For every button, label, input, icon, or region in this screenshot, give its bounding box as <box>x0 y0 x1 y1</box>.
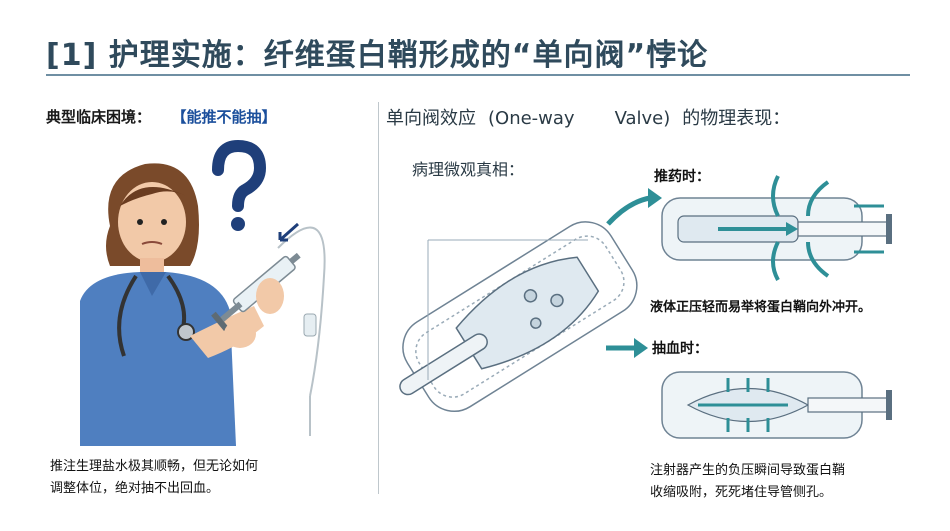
clinical-dilemma-tag: 【能推不能抽】 <box>179 108 277 126</box>
pull-description-line-2: 收缩吸附，死死堵住导管侧孔。 <box>650 485 833 500</box>
arrow-right-icon <box>606 188 662 226</box>
clinical-dilemma-label: 典型临床困境： <box>46 108 152 126</box>
question-mark-icon <box>212 139 267 231</box>
dilemma-caption-line-1: 推注生理盐水极其顺畅，但无论如何 <box>50 459 259 474</box>
valve-heading-tail: 的物理表现： <box>682 108 791 129</box>
pull-label: 抽血时： <box>652 341 708 357</box>
arrow-right-icon <box>606 338 648 358</box>
page-title: [1] 护理实施：纤维蛋白鞘形成的“单向阀”悖论 <box>46 38 709 73</box>
nurse-illustration <box>80 139 326 446</box>
push-label: 推药时： <box>654 169 710 185</box>
pull-description: 注射器产生的负压瞬间导致蛋白鞘 收缩吸附，死死堵住导管侧孔。 <box>650 460 920 504</box>
clinical-dilemma-heading: 典型临床困境： 【能推不能抽】 <box>46 106 277 127</box>
dilemma-caption-line-2: 调整体位，绝对抽不出回血。 <box>50 481 220 496</box>
valve-heading-cn: 单向阀效应 <box>386 108 476 129</box>
pathology-subheading: 病理微观真相： <box>412 160 525 179</box>
valve-heading-en-1: (One-way <box>488 108 575 129</box>
valve-effect-heading: 单向阀效应 (One-way Valve) 的物理表现： <box>386 104 790 130</box>
push-diagram <box>661 175 892 281</box>
panel-divider <box>378 102 379 494</box>
push-description: 液体正压轻而易举将蛋白鞘向外冲开。 <box>650 300 872 315</box>
catheter-sheath-illustration <box>399 221 638 412</box>
pull-diagram <box>661 371 892 439</box>
dilemma-caption: 推注生理盐水极其顺畅，但无论如何 调整体位，绝对抽不出回血。 <box>50 456 350 500</box>
pull-description-line-1: 注射器产生的负压瞬间导致蛋白鞘 <box>650 463 846 478</box>
title-underline <box>46 74 910 76</box>
valve-heading-en-2: Valve) <box>614 108 671 129</box>
